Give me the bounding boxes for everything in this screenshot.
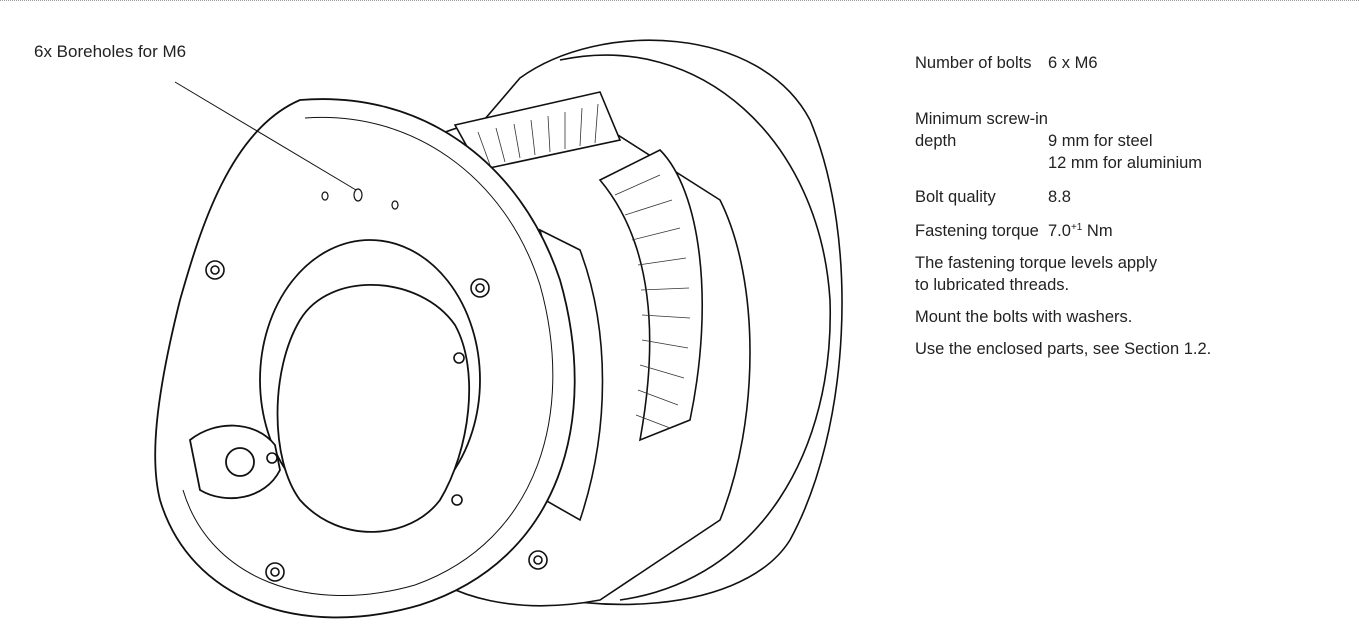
cover-cap <box>276 284 470 533</box>
torque-main: 7.0 <box>1048 222 1071 240</box>
note-enclosed-parts: Use the enclosed parts, see Section 1.2. <box>915 340 1212 358</box>
mechanical-flange-drawing-icon <box>154 39 843 619</box>
spec-value: 6 x M6 <box>1048 54 1098 72</box>
spec-label: Minimum screw-in <box>915 110 1048 128</box>
page-top-rule <box>0 0 1359 1</box>
note-lubricated-threads: The fastening torque levels apply to lub… <box>915 252 1345 296</box>
callout-leader-line <box>174 81 357 191</box>
spec-screw-in-depth-line1: Minimum screw-in <box>915 108 1345 130</box>
clamp-hole <box>225 447 255 477</box>
flange-inner-ring <box>182 116 554 596</box>
spec-label: Bolt quality <box>915 188 996 206</box>
right-window <box>598 149 704 442</box>
borehole-callout-label: 6x Boreholes for M6 <box>34 42 187 61</box>
spec-number-of-bolts: Number of bolts 6 x M6 <box>915 52 1345 74</box>
spec-fastening-torque: Fastening torque 7.0+1 Nm <box>915 220 1345 242</box>
flange-bolts <box>205 260 548 582</box>
spec-screw-in-depth-line3: 12 mm for aluminium <box>915 152 1345 174</box>
note-line: The fastening torque levels apply <box>915 254 1158 272</box>
spec-label: depth <box>915 132 957 150</box>
m6-boreholes <box>321 188 399 210</box>
note-washers: Mount the bolts with washers. <box>915 308 1133 326</box>
spec-screw-in-depth-line2: depth 9 mm for steel <box>915 130 1345 152</box>
spec-label: Fastening torque <box>915 222 1039 240</box>
specification-panel: Number of bolts 6 x M6 Minimum screw-in … <box>915 52 1345 360</box>
spec-value: 7.0+1 Nm <box>1048 220 1345 242</box>
fin-hatching <box>477 103 691 429</box>
spec-bolt-quality: Bolt quality 8.8 <box>915 186 1345 208</box>
spec-value: 12 mm for aluminium <box>1048 154 1203 172</box>
spec-value: 9 mm for steel <box>1048 132 1153 150</box>
spec-label-spacer <box>915 152 1048 174</box>
note-line: to lubricated threads. <box>915 276 1070 294</box>
torque-unit: Nm <box>1082 222 1113 240</box>
torque-tolerance: +1 <box>1070 222 1083 233</box>
rear-housing-rim <box>559 54 831 601</box>
spec-value: 8.8 <box>1048 188 1071 206</box>
spec-label: Number of bolts <box>915 54 1032 72</box>
